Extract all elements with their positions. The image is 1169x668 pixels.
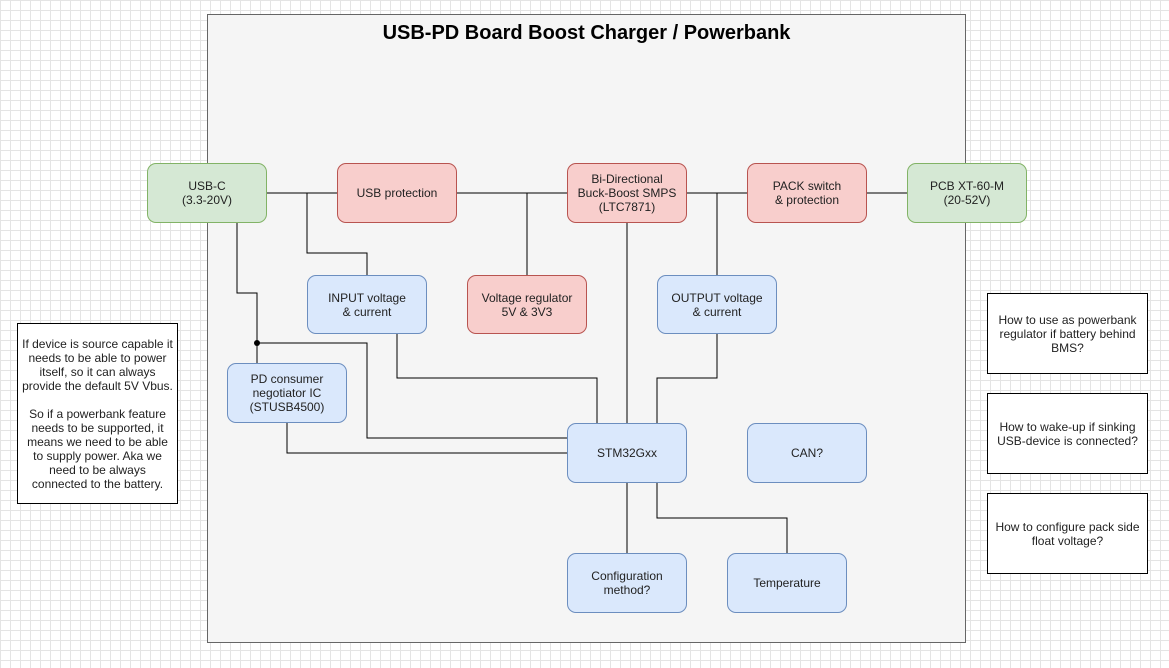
wire-input-stm32 (396, 333, 598, 423)
temperature-node: Temperature (727, 553, 847, 613)
stm32-mcu-node: STM32Gxx (567, 423, 687, 483)
wire-pd-stm32 (286, 423, 567, 454)
note-source-capable: If device is source capable it needs to … (17, 323, 178, 504)
junction-dot (254, 340, 260, 346)
voltage-regulator-node: Voltage regulator 5V & 3V3 (467, 275, 587, 334)
note-float-voltage: How to configure pack side float voltage… (987, 493, 1148, 574)
configuration-method-node: Configuration method? (567, 553, 687, 613)
wire-usbc-pd (236, 223, 258, 363)
wire-cc-stm32 (257, 342, 567, 439)
can-node: CAN? (747, 423, 867, 483)
usb-protection-node: USB protection (337, 163, 457, 223)
pack-switch-node: PACK switch & protection (747, 163, 867, 223)
buck-boost-smps-node: Bi-Directional Buck-Boost SMPS (LTC7871) (567, 163, 687, 223)
wire-input-tap (306, 193, 368, 275)
note-wake-up: How to wake-up if sinking USB-device is … (987, 393, 1148, 474)
output-voltage-current-node: OUTPUT voltage & current (657, 275, 777, 334)
wire-output-stm32 (656, 333, 718, 423)
note-powerbank-regulator: How to use as powerbank regulator if bat… (987, 293, 1148, 374)
diagram-title: USB-PD Board Boost Charger / Powerbank (382, 22, 791, 44)
pd-consumer-ic-node: PD consumer negotiator IC (STUSB4500) (227, 363, 347, 423)
usb-c-connector-node: USB-C (3.3-20V) (147, 163, 267, 223)
wire-stm32-temp (656, 483, 788, 553)
input-voltage-current-node: INPUT voltage & current (307, 275, 427, 334)
pcb-xt60-connector-node: PCB XT-60-M (20-52V) (907, 163, 1027, 223)
